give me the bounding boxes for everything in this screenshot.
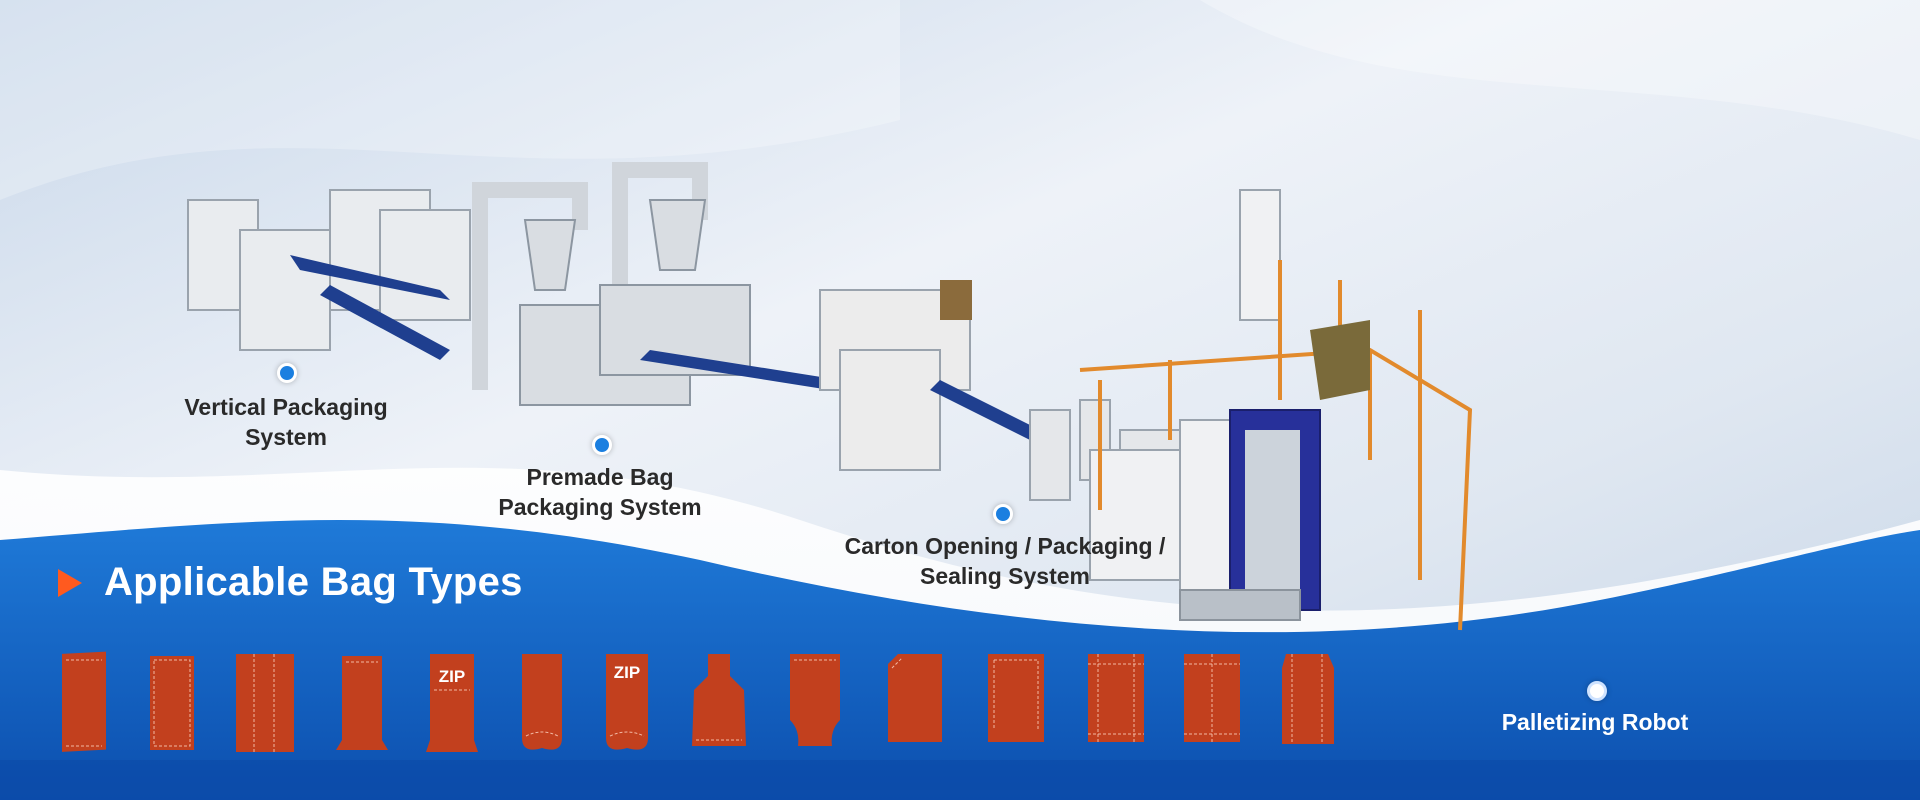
play-arrow-icon	[58, 568, 82, 597]
station-label-carton-system: Carton Opening / Packaging / Sealing Sys…	[820, 531, 1190, 591]
zip-stand-up-pouch-icon: ZIP	[424, 650, 480, 756]
station-marker[interactable]	[1587, 681, 1607, 701]
shaped-pouch-icon	[786, 650, 844, 750]
zip-round-bottom-pouch-icon: ZIP	[602, 650, 652, 756]
bag-types-heading: Applicable Bag Types	[58, 560, 523, 605]
four-side-seal-bag-icon	[1086, 650, 1146, 746]
station-label-palletizing-robot: Palletizing Robot	[1460, 707, 1730, 737]
bag-types-list: ZIP ZIP	[58, 650, 1358, 770]
spout-shaped-pouch-icon	[686, 650, 752, 750]
zip-text: ZIP	[439, 667, 465, 686]
station-label-line: Premade Bag	[526, 464, 674, 490]
station-label-line: System	[245, 424, 327, 450]
three-side-seal-bag-icon	[986, 650, 1046, 746]
production-line-illustration	[187, 162, 1473, 631]
station-label-premade-bag: Premade Bag Packaging System	[460, 462, 740, 522]
zip-text: ZIP	[614, 663, 640, 682]
station-label-line: Palletizing Robot	[1501, 709, 1689, 735]
bag-types-title: Applicable Bag Types	[104, 560, 523, 604]
pillow-bag-icon	[60, 650, 108, 756]
stand-up-pouch-icon	[334, 650, 390, 754]
station-marker[interactable]	[993, 504, 1013, 524]
round-bottom-pouch-icon	[518, 650, 566, 756]
station-label-line: Vertical Packaging	[184, 394, 388, 420]
station-marker[interactable]	[592, 435, 612, 455]
corner-cut-pouch-icon	[884, 650, 946, 746]
station-label-line: Carton Opening / Packaging /	[844, 533, 1166, 559]
flat-pouch-icon	[148, 650, 196, 754]
station-label-line: Sealing System	[919, 563, 1091, 589]
station-label-vertical-packaging: Vertical Packaging System	[146, 392, 426, 452]
gusset-bag-icon	[234, 650, 296, 756]
flat-bottom-bag-icon	[1278, 650, 1338, 750]
back-seal-bag-icon	[1182, 650, 1242, 746]
station-label-line: Packaging System	[498, 494, 702, 520]
station-marker[interactable]	[277, 363, 297, 383]
